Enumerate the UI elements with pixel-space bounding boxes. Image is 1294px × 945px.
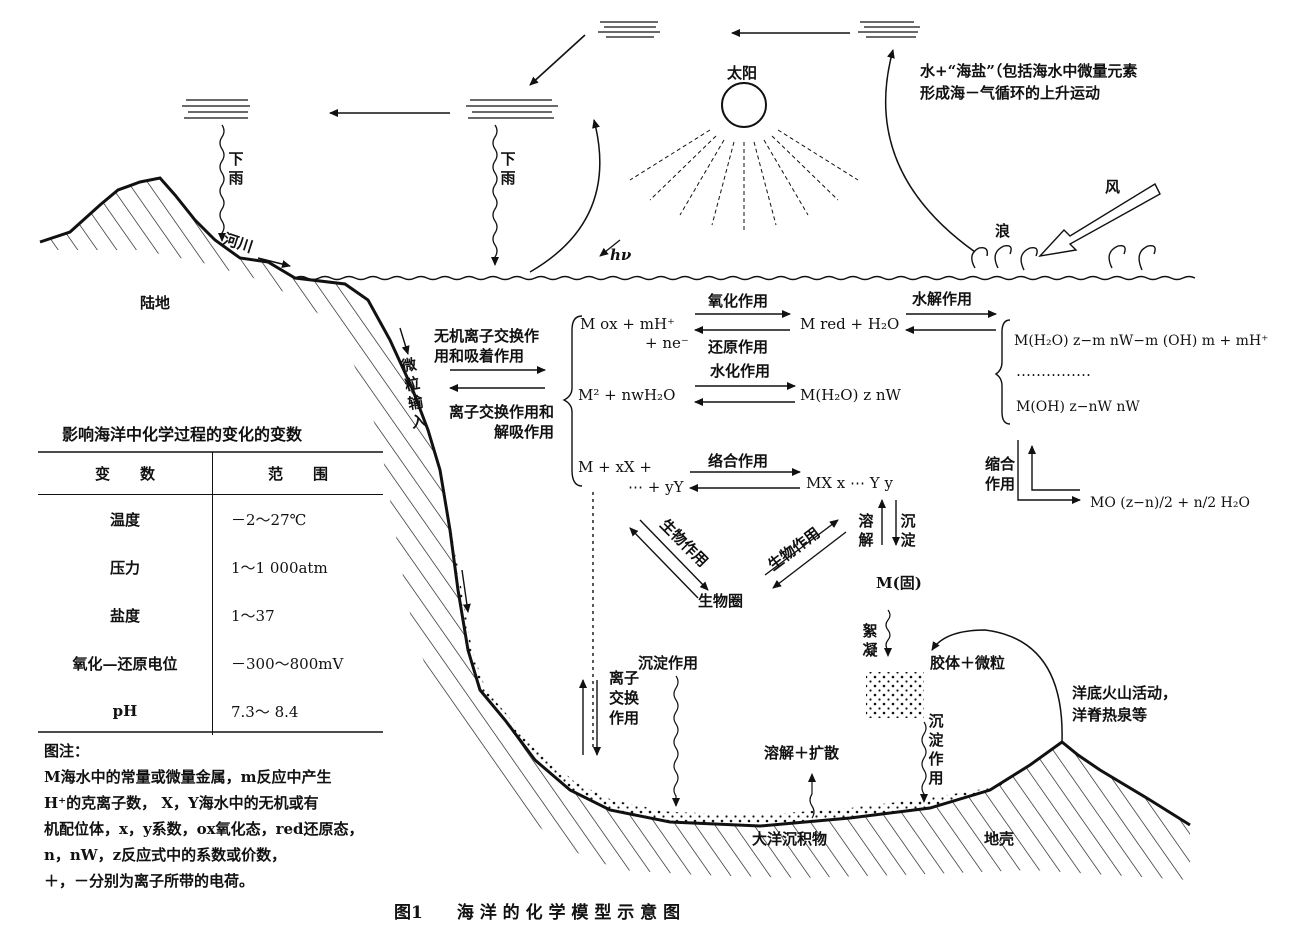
cloud-icon bbox=[182, 99, 250, 119]
ridge-springs-label: 洋脊热泉等 bbox=[1072, 706, 1148, 724]
eq4-line1: M(H₂O) z−m nW−m (OH) m + mH⁺ bbox=[1014, 333, 1269, 349]
eq4-dots: …………… bbox=[1016, 362, 1091, 380]
volcanic-arc bbox=[931, 629, 1063, 743]
crust-label: 地壳 bbox=[984, 830, 1015, 848]
table-row: 氧化—还原电位－300～800mV bbox=[38, 639, 383, 687]
equilibrium-arrow bbox=[905, 310, 997, 334]
land-mass bbox=[40, 178, 1190, 880]
precipitation-arrow bbox=[920, 721, 928, 803]
rain-arrow bbox=[218, 124, 226, 242]
exchange-desorption-label: 离子交换作用和解吸作用 bbox=[448, 403, 554, 441]
biosphere-label: 生物圈 bbox=[698, 592, 744, 610]
eq1-right: M red + H₂O bbox=[800, 315, 900, 333]
flocculation-label: 絮凝 bbox=[862, 622, 878, 659]
notes-line: n，nW，z反应式中的系数或价数， bbox=[44, 846, 287, 864]
precip-action-vertical-label: 沉淀作用 bbox=[928, 712, 944, 787]
sun-icon bbox=[721, 82, 767, 128]
wind-label: 风 bbox=[1105, 178, 1121, 196]
flocculation-arrow bbox=[884, 609, 892, 657]
brace bbox=[562, 315, 583, 487]
equilibrium-arrow bbox=[694, 310, 791, 334]
precipitate-label: 沉淀 bbox=[900, 512, 916, 549]
brace bbox=[994, 319, 1011, 425]
inorganic-exchange-label: 无机离子交换作用和吸着作用 bbox=[434, 327, 540, 365]
sun-rays bbox=[629, 129, 859, 230]
eq2-left: M² + nwH₂O bbox=[578, 386, 676, 404]
bio-arrow bbox=[629, 519, 709, 599]
condensation-arrow bbox=[1028, 445, 1080, 491]
evaporation-arc bbox=[529, 119, 601, 273]
precipitation-arrow bbox=[672, 675, 680, 807]
condensation-label: 缩合作用 bbox=[984, 455, 1015, 493]
particle-arrow bbox=[399, 327, 410, 355]
eq3-left: M + xX + bbox=[578, 458, 652, 476]
eq2-right: M(H₂O) z nW bbox=[800, 386, 901, 404]
rain-arrow bbox=[491, 124, 499, 266]
precipitation-action-label: 沉淀作用 bbox=[638, 654, 699, 672]
table-header: 范 围 bbox=[212, 452, 383, 495]
wind-arrow bbox=[1038, 183, 1161, 258]
hv-label: hν bbox=[610, 246, 632, 264]
table-title: 影响海洋中化学过程的变化的变数 bbox=[62, 425, 303, 444]
eq1-left-2: + ne⁻ bbox=[645, 334, 689, 352]
equilibrium-arrow bbox=[694, 382, 796, 406]
notes-line: 机配位体，x，y系数，ox氧化态，red还原态， bbox=[44, 820, 364, 838]
eq5: MO (z−n)/2 + n/2 H₂O bbox=[1090, 495, 1250, 511]
oxidation-label: 氧化作用 bbox=[708, 292, 769, 310]
rain-label: 下雨 bbox=[228, 150, 244, 187]
river-arrow bbox=[257, 257, 291, 268]
cloud-icon bbox=[466, 99, 558, 119]
bio-arrow bbox=[764, 519, 847, 589]
sun-label: 太阳 bbox=[727, 64, 758, 82]
notes-line: M海水中的常量或微量金属，m反应中产生 bbox=[44, 768, 332, 786]
ocean-sediment-label: 大洋沉积物 bbox=[752, 830, 828, 848]
eq3-left-2: ⋯ + yY bbox=[628, 478, 684, 496]
wave-icon bbox=[971, 244, 1156, 271]
reduction-label: 还原作用 bbox=[708, 338, 769, 356]
eq1-left: M ox + mH⁺ bbox=[580, 315, 675, 333]
water-salt-label-2: 形成海－气循环的上升运动 bbox=[920, 84, 1101, 102]
rain-label: 下雨 bbox=[500, 150, 516, 187]
notes-title: 图注： bbox=[44, 742, 90, 760]
volcanic-label: 洋底火山活动， bbox=[1072, 684, 1178, 702]
eq3-right: MX x ⋯ Y y bbox=[806, 474, 893, 492]
cloud-icon bbox=[858, 21, 920, 38]
table-row: 温度－2～27℃ bbox=[38, 494, 383, 543]
diffusion-arrow bbox=[808, 773, 816, 819]
colloid-particles-box bbox=[866, 672, 924, 718]
ion-exchange-vertical-label: 离子交换作用 bbox=[608, 669, 639, 727]
m-solid-label: M(固) bbox=[876, 574, 922, 592]
figure-caption: 图1 海 洋 的 化 学 模 型 示 意 图 bbox=[394, 903, 681, 923]
dissolve-label: 溶解 bbox=[858, 512, 874, 549]
condensation-arrow bbox=[1017, 440, 1081, 504]
notes-line: ＋，－分别为离子所带的电荷。 bbox=[44, 872, 255, 890]
light-arrow bbox=[599, 239, 621, 257]
colloid-label: 胶体＋微粒 bbox=[930, 654, 1006, 672]
wave-label: 浪 bbox=[995, 222, 1011, 240]
spray-arc bbox=[885, 49, 976, 253]
hydrolysis-label: 水解作用 bbox=[912, 290, 973, 308]
dissolve-diffuse-label: 溶解＋扩散 bbox=[764, 744, 840, 762]
cloud-icon bbox=[598, 21, 660, 38]
particle-arrow bbox=[461, 569, 471, 613]
hydration-label: 水化作用 bbox=[710, 362, 771, 380]
complexation-label: 络合作用 bbox=[708, 452, 769, 470]
land-label: 陆地 bbox=[140, 294, 171, 312]
eq4-line3: M(OH) z−nW nW bbox=[1016, 399, 1140, 415]
notes-line: H⁺的克离子数， X，Y海水中的无机或有 bbox=[44, 794, 319, 812]
sea-surface bbox=[294, 275, 1196, 281]
table-header: 变 数 bbox=[38, 452, 213, 495]
water-salt-label: 水+“海盐”（包括海水中微量元素 bbox=[920, 62, 1138, 80]
arrow bbox=[529, 34, 586, 86]
equilibrium-arrow bbox=[689, 468, 801, 492]
